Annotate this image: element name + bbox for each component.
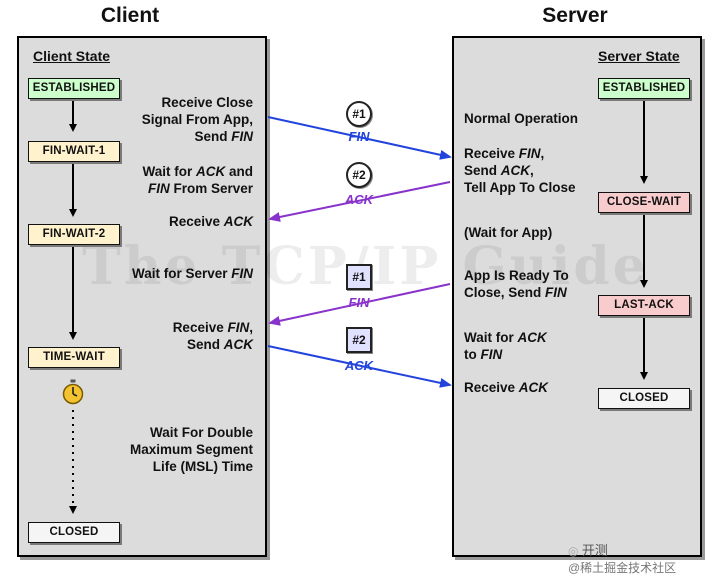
client-desc-receive-ack: Receive ACK: [168, 214, 253, 229]
client-desc-receive-fin-send-ack: Receive FIN, Send ACK: [172, 320, 253, 352]
server-state-close-wait: CLOSE-WAIT: [598, 192, 690, 213]
message-2-seq: #2: [346, 162, 372, 188]
message-2-label: ACK: [344, 192, 374, 207]
message-1-seq: #1: [346, 101, 372, 127]
server-desc-normal-operation: Normal Operation: [464, 111, 579, 126]
server-desc-app-ready: App Is Ready To Close, Send FIN: [464, 268, 569, 300]
stopwatch-icon: [62, 379, 84, 405]
client-state-fin-wait-2: FIN-WAIT-2: [28, 224, 120, 245]
client-title: Client: [100, 4, 160, 27]
client-state-established: ESTABLISHED: [28, 78, 120, 99]
server-desc-receive-ack: Receive ACK: [464, 380, 549, 395]
message-1-label: FIN: [348, 129, 370, 144]
client-desc-receive-close: Receive Close Signal From App, Send FIN: [141, 95, 253, 144]
client-desc-wait-msl: Wait For Double Maximum Segment Life (MS…: [129, 425, 253, 474]
message-3-seq: #1: [346, 264, 372, 290]
client-desc-wait-server-fin: Wait for Server FIN: [131, 266, 253, 281]
message-4-label: ACK: [344, 358, 374, 373]
server-state-last-ack: LAST-ACK: [598, 295, 690, 316]
server-state-closed: CLOSED: [598, 388, 690, 409]
server-title: Server: [542, 4, 608, 27]
message-3-fin-line: [268, 283, 451, 326]
server-desc-wait-for-app: (Wait for App): [464, 225, 553, 240]
server-desc-wait-ack: Wait for ACK to FIN: [464, 330, 547, 362]
message-3-label: FIN: [348, 295, 370, 310]
server-state-heading: Server State: [598, 48, 680, 64]
client-panel: [17, 36, 267, 557]
server-state-established: ESTABLISHED: [598, 78, 690, 99]
client-state-closed: CLOSED: [28, 522, 120, 543]
message-2-ack-line: [268, 181, 451, 222]
message-1-fin-line: [267, 116, 452, 160]
client-state-time-wait: TIME-WAIT: [28, 347, 120, 368]
server-desc-receive-fin: Receive FIN, Send ACK, Tell App To Close: [464, 146, 576, 195]
footer-watermark: ◎ 开测 @稀土掘金技术社区: [568, 540, 676, 576]
client-state-heading: Client State: [33, 48, 111, 64]
wechat-icon: ◎: [568, 544, 579, 558]
client-state-fin-wait-1: FIN-WAIT-1: [28, 141, 120, 162]
client-desc-wait-ack-fin: Wait for ACK and FIN From Server: [142, 164, 253, 196]
footer-text: @稀土掘金技术社区: [568, 561, 677, 575]
message-4-ack-line: [267, 345, 452, 388]
message-4-seq: #2: [346, 327, 372, 353]
footer-brand: 开测: [581, 543, 608, 558]
